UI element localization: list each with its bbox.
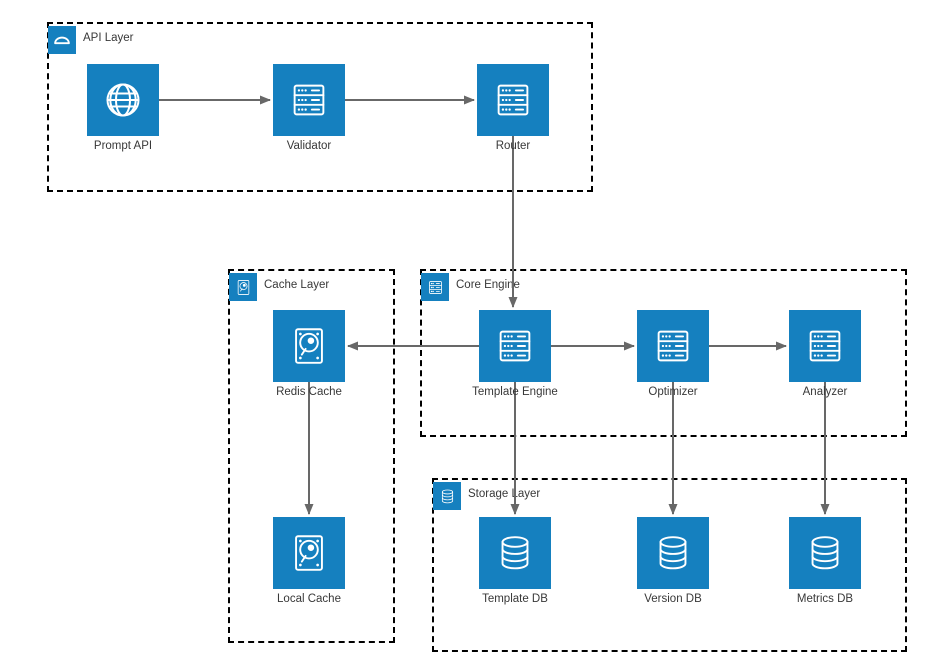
- hard-disk-icon: [237, 279, 249, 295]
- node-label-metrics-db: Metrics DB: [796, 593, 854, 605]
- container-label-storage-layer: Storage Layer: [468, 488, 541, 500]
- node-redis-cache: Redis Cache: [273, 310, 345, 398]
- cloud-icon: [54, 36, 70, 45]
- database-icon: [811, 536, 839, 570]
- node-optimizer: Optimizer: [637, 310, 709, 398]
- container-storage-layer: Storage Layer: [432, 478, 907, 652]
- node-label-version-db: Version DB: [644, 593, 702, 605]
- node-label-local-cache: Local Cache: [277, 593, 341, 605]
- hard-disk-icon: [295, 535, 323, 571]
- server-icon: [497, 84, 529, 116]
- globe-icon: [106, 83, 140, 117]
- cache-layer-badge: [229, 273, 257, 301]
- node-label-template-db: Template DB: [482, 593, 548, 605]
- container-label-api-layer: API Layer: [83, 32, 134, 44]
- node-template-db: Template DB: [479, 517, 551, 605]
- container-cache-layer: Cache Layer: [228, 269, 395, 643]
- container-core-engine: Core Engine: [420, 269, 907, 437]
- container-label-core-engine: Core Engine: [456, 279, 520, 291]
- container-label-cache-layer: Cache Layer: [264, 279, 330, 291]
- server-icon: [293, 84, 325, 116]
- hard-disk-icon: [295, 328, 323, 364]
- node-label-redis-cache: Redis Cache: [276, 386, 342, 398]
- storage-layer-badge: [433, 482, 461, 510]
- node-label-validator: Validator: [286, 140, 332, 152]
- database-icon: [501, 536, 529, 570]
- node-analyzer: Analyzer: [789, 310, 861, 398]
- node-label-router: Router: [495, 140, 531, 152]
- node-prompt-api: Prompt API: [87, 64, 159, 152]
- node-template-engine: Template Engine: [472, 310, 558, 398]
- node-label-analyzer: Analyzer: [802, 386, 848, 398]
- core-engine-badge: [421, 273, 449, 301]
- node-router: Router: [477, 64, 549, 152]
- node-metrics-db: Metrics DB: [789, 517, 861, 605]
- node-label-prompt-api: Prompt API: [93, 140, 153, 152]
- node-validator: Validator: [273, 64, 345, 152]
- node-label-optimizer: Optimizer: [648, 386, 698, 398]
- api-layer-badge: [48, 26, 76, 54]
- node-version-db: Version DB: [637, 517, 709, 605]
- server-icon: [657, 330, 689, 362]
- server-icon: [499, 330, 531, 362]
- database-icon: [659, 536, 687, 570]
- node-local-cache: Local Cache: [273, 517, 345, 605]
- server-icon: [809, 330, 841, 362]
- server-icon: [428, 280, 442, 294]
- node-label-template-engine: Template Engine: [472, 386, 558, 398]
- database-icon: [441, 489, 453, 503]
- container-api-layer: API Layer: [47, 22, 593, 192]
